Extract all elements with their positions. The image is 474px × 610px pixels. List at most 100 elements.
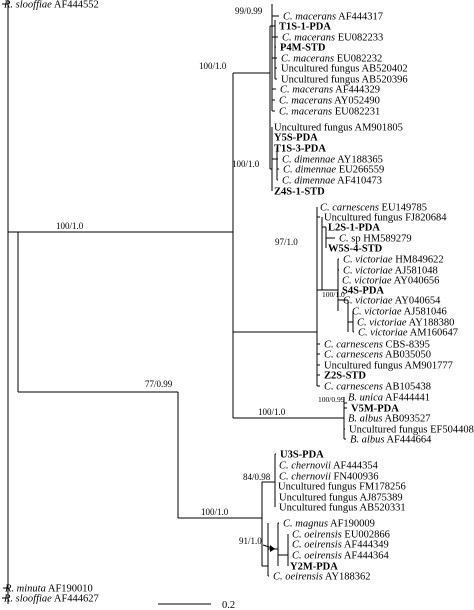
taxon-accession: AY188362 — [323, 572, 371, 583]
taxon-genus: C. chernovii — [279, 461, 331, 472]
support-value: 100/1.0 — [232, 159, 260, 169]
taxon-label: C. victoriae AY040654 — [343, 296, 441, 307]
taxon-label: C. chernovii FN400936 — [279, 472, 378, 483]
taxon-accession: AB035050 — [383, 350, 431, 361]
taxon-label: Uncultured fungus AM901805 — [274, 123, 403, 134]
taxon-accession: AF444354 — [331, 461, 379, 472]
taxon-accession: HM849622 — [393, 255, 444, 266]
taxon-label: C. sp HM589279 — [339, 234, 412, 245]
taxon-label: C. macerans EU082231 — [279, 107, 380, 118]
taxon-label: Z2S-STD — [324, 371, 366, 382]
taxon-genus: C. oeirensis — [292, 540, 342, 551]
taxon-genus: C. oeirensis — [273, 572, 323, 583]
taxon-label: C. victoriae AJ581046 — [352, 307, 447, 318]
support-value: 100/1.0 — [322, 290, 345, 299]
taxon-label: C. carnescens AB105438 — [324, 382, 431, 393]
taxon-genus: R. slooffiae — [3, 594, 52, 605]
taxon-genus: C. macerans — [280, 85, 333, 96]
taxon-genus: B. albus — [348, 414, 382, 425]
taxon-label: Uncultured fungus AM901777 — [324, 361, 453, 372]
taxon-label: C. macerans AY052490 — [279, 96, 380, 107]
taxon-genus: C. magnus — [283, 519, 328, 530]
taxon-accession: AJ581046 — [402, 307, 447, 318]
taxon-genus: C. oeirensis — [292, 530, 342, 541]
taxon-genus: C. carnescens — [324, 382, 383, 393]
taxon-label: Uncultured fungus EF504408 — [349, 425, 474, 436]
support-value: 84/0.98 — [243, 472, 271, 482]
taxon-genus: C. dimennae — [283, 165, 336, 176]
taxon-genus: C. victoriae — [357, 318, 407, 329]
taxon-genus: C. victoriae — [358, 328, 408, 339]
taxon-label: C. macerans AF444329 — [280, 85, 380, 96]
taxon-genus: C. victoriae — [343, 296, 393, 307]
taxon-label: Uncultured fungus AB520402 — [281, 64, 408, 75]
taxon-accession: AF444627 — [52, 594, 99, 605]
support-value: 100/1.0 — [258, 407, 286, 417]
taxon-label: Z4S-1-STD — [274, 187, 325, 198]
taxon-genus: C. macerans — [279, 107, 332, 118]
taxon-accession: EU082233 — [335, 33, 383, 44]
taxon-genus: C. macerans — [282, 33, 335, 44]
taxon-label: Y2M-PDA — [290, 562, 338, 573]
taxon-label: C. victoriae HM849622 — [343, 255, 444, 266]
taxon-genus: C. carnescens — [320, 203, 379, 214]
taxon-accession: EU082231 — [332, 107, 380, 118]
support-value: 91/1.0 — [239, 536, 262, 546]
support-value: 77/0.99 — [145, 379, 173, 389]
taxon-accession: AF444441 — [383, 393, 430, 404]
taxon-label: C. magnus AF190009 — [283, 519, 375, 530]
taxon-label: B. albus AB093527 — [348, 414, 431, 425]
taxon-label: C. carnescens EU149785 — [320, 203, 427, 214]
taxon-accession: AF444552 — [52, 0, 99, 11]
taxon-label: C. victoriae AY188380 — [357, 318, 454, 329]
taxon-label: C. chernovii AF444354 — [279, 461, 379, 472]
taxon-label: B. albus AF444664 — [350, 435, 432, 446]
taxon-label: C. victoriae AJ581048 — [343, 266, 438, 277]
support-value: 100/0.99 — [318, 395, 345, 404]
taxon-label: L2S-1-PDA — [328, 223, 380, 234]
taxon-accession: AF444317 — [336, 12, 383, 23]
taxon-label: C. victoriae AM160647 — [358, 328, 458, 339]
taxon-accession: AY188380 — [407, 318, 455, 329]
taxon-accession: EU149785 — [379, 203, 427, 214]
taxon-genus: C. — [339, 234, 349, 245]
taxon-label: R. minuta AF190010 — [4, 584, 93, 595]
taxon-genus: C. macerans — [283, 12, 336, 23]
taxon-accession: EU082232 — [334, 54, 382, 65]
taxon-label: C. oeirensis AY188362 — [273, 572, 371, 583]
taxon-label: U3S-PDA — [280, 450, 324, 461]
taxon-label: T1S-1-PDA — [279, 22, 331, 33]
taxon-label: Uncultured fungus AB520396 — [281, 75, 408, 86]
taxon-accession: AJ581048 — [393, 266, 438, 277]
taxon-accession: EU266559 — [336, 165, 384, 176]
taxon-accession: AM160647 — [408, 328, 458, 339]
taxon-genus: B. albus — [350, 435, 384, 446]
taxon-label: C. dimennae AY188365 — [282, 155, 383, 166]
taxon-label: Uncultured fungus FM178256 — [278, 482, 406, 493]
taxon-genus: C. macerans — [279, 96, 332, 107]
taxon-label: Uncultured fungus AJ875389 — [279, 493, 403, 504]
taxon-label: C. dimennae AF410473 — [282, 176, 382, 187]
taxon-label: C. oeirensis AF444364 — [292, 551, 389, 562]
taxon-genus: C. victoriae — [352, 307, 402, 318]
taxon-accession: sp HM589279 — [349, 234, 412, 245]
taxon-label: R. slooffiae AF444627 — [3, 594, 99, 605]
taxon-genus: C. carnescens — [324, 350, 383, 361]
support-value: 97/1.0 — [275, 237, 298, 247]
taxon-label: R. slooffiae AF444552 — [3, 0, 99, 11]
taxon-genus: C. dimennae — [282, 176, 335, 187]
taxon-accession: FN400936 — [331, 472, 379, 483]
scale-bar-label: 0.2 — [222, 600, 235, 610]
taxon-genus: C. carnescens — [324, 340, 383, 351]
taxon-genus: R. slooffiae — [3, 0, 52, 11]
taxon-genus: C. macerans — [281, 54, 334, 65]
taxon-accession: AF444329 — [333, 85, 380, 96]
taxon-label: Uncultured fungus FJ820684 — [324, 213, 447, 224]
taxon-accession: AF190009 — [328, 519, 375, 530]
taxon-genus: C. chernovii — [279, 472, 331, 483]
taxon-accession: EU002866 — [342, 530, 390, 541]
taxon-accession: AF444664 — [384, 435, 432, 446]
taxon-label: P4M-STD — [280, 43, 326, 54]
taxon-accession: AY040654 — [393, 296, 441, 307]
taxon-accession: AF190010 — [46, 584, 93, 595]
